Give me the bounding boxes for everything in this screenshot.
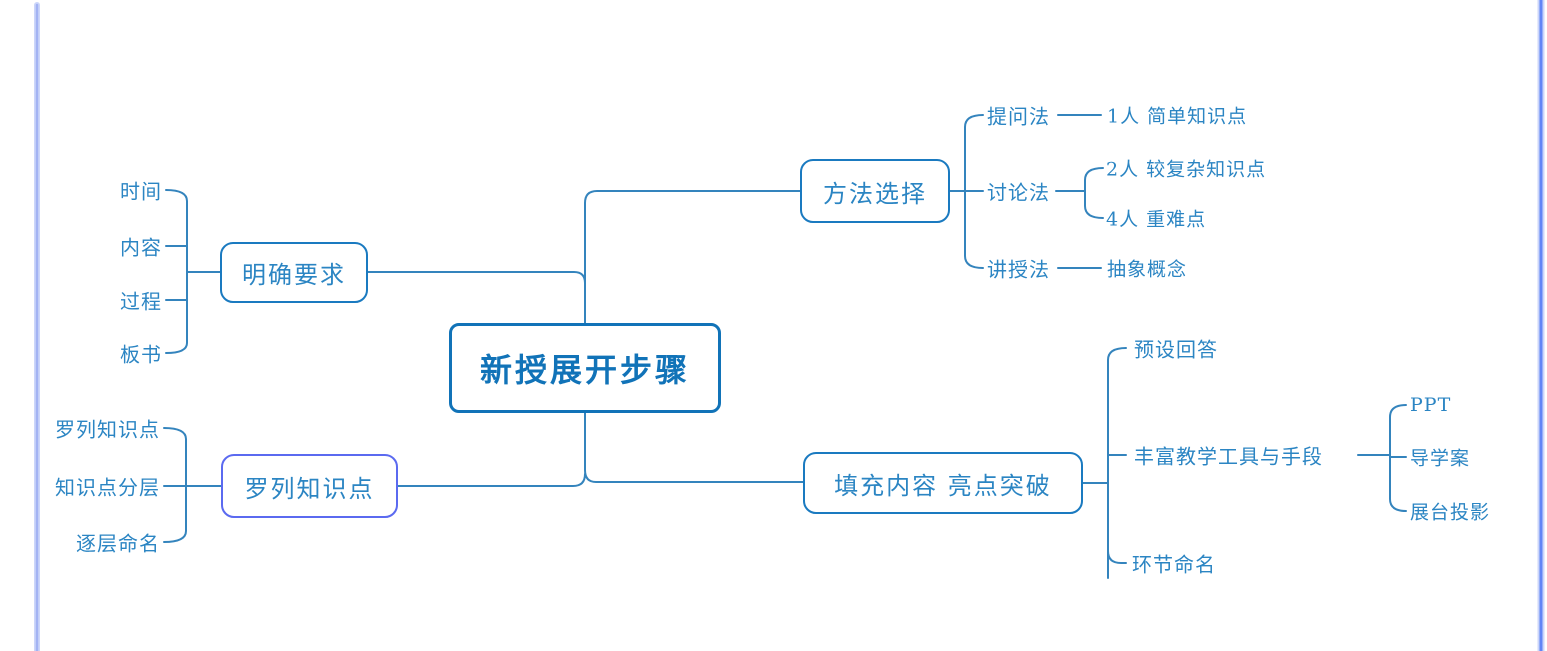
root-topic[interactable]: 新授展开步骤 [449, 323, 721, 413]
subtopic-guocheng[interactable]: 过程 [120, 289, 162, 314]
subtopic-zhishidian-fenceng[interactable]: 知识点分层 [55, 475, 160, 500]
leaf-4ren-zhongnandian[interactable]: 4人 重难点 [1106, 208, 1207, 231]
leaf-2ren-fuza[interactable]: 2人 较复杂知识点 [1106, 158, 1267, 181]
bracket-tianchong [1082, 347, 1407, 579]
bracket-luolie [163, 427, 222, 543]
main-topic-luolie-zhishidian[interactable]: 罗列知识点 [221, 454, 398, 518]
subtopic-huanjie-mingming[interactable]: 环节命名 [1132, 552, 1216, 577]
subtopic-taolunfa[interactable]: 讨论法 [987, 180, 1050, 205]
trunk-top [367, 190, 801, 324]
main-topic-tianchong-neirong[interactable]: 填充内容 亮点突破 [803, 452, 1083, 514]
subtopic-zhuceng-mingming[interactable]: 逐层命名 [76, 531, 160, 556]
leaf-ppt[interactable]: PPT [1410, 394, 1452, 416]
main-topic-mingque-yaoqiu[interactable]: 明确要求 [220, 242, 368, 303]
bracket-mingque [165, 189, 221, 354]
subtopic-banshu[interactable]: 板书 [120, 342, 162, 367]
subtopic-shijian[interactable]: 时间 [120, 179, 162, 204]
leaf-1ren-jiandan[interactable]: 1人 简单知识点 [1107, 105, 1248, 128]
subtopic-luolie-zhishidian[interactable]: 罗列知识点 [55, 417, 160, 442]
bracket-fangfa [949, 114, 1104, 269]
subtopic-tiwenfa[interactable]: 提问法 [987, 104, 1050, 129]
page-boundary-lines [34, 0, 1545, 651]
subtopic-yushe-huida[interactable]: 预设回答 [1134, 337, 1218, 362]
subtopic-fengfu-gongju[interactable]: 丰富教学工具与手段 [1134, 444, 1323, 469]
leaf-daoxuean[interactable]: 导学案 [1410, 447, 1471, 470]
subtopic-jiangshoufa[interactable]: 讲授法 [987, 257, 1050, 282]
leaf-zhantai-touying[interactable]: 展台投影 [1410, 501, 1491, 524]
trunk-bottom [397, 411, 804, 487]
leaf-chouxiang-gainian[interactable]: 抽象概念 [1107, 258, 1188, 281]
subtopic-neirong[interactable]: 内容 [120, 235, 162, 260]
main-topic-fangfa-xuanze[interactable]: 方法选择 [800, 159, 950, 223]
